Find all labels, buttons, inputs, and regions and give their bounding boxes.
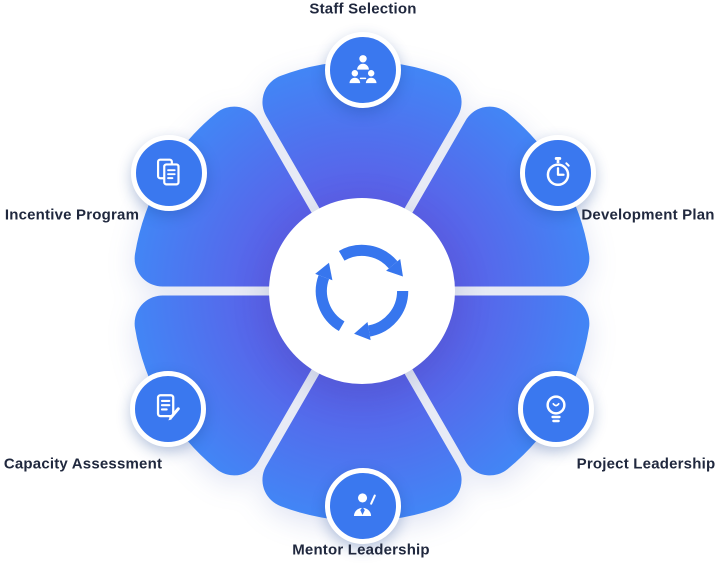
node-label-incentive-program: Incentive Program [4,206,140,224]
node-project-leadership [518,371,594,447]
node-mentor-leadership [325,468,401,544]
stopwatch-icon [546,157,570,187]
documents-icon [156,158,180,186]
node-label-project-leadership: Project Leadership [576,455,716,473]
node-label-development-plan: Development Plan [581,206,715,224]
lightbulb-icon [546,395,566,423]
node-incentive-program [131,135,207,211]
node-label-staff-selection: Staff Selection [309,0,417,18]
document-pencil-icon [156,394,180,421]
node-development-plan [520,135,596,211]
node-label-mentor-leadership: Mentor Leadership [292,541,430,559]
node-capacity-assessment [130,371,206,447]
staff-selection-icon [349,55,377,84]
node-staff-selection [325,32,401,108]
center-circle [269,198,455,384]
mentor-person-icon [353,493,376,516]
cycle-arrows-icon [301,230,423,352]
node-label-capacity-assessment: Capacity Assessment [3,455,163,473]
